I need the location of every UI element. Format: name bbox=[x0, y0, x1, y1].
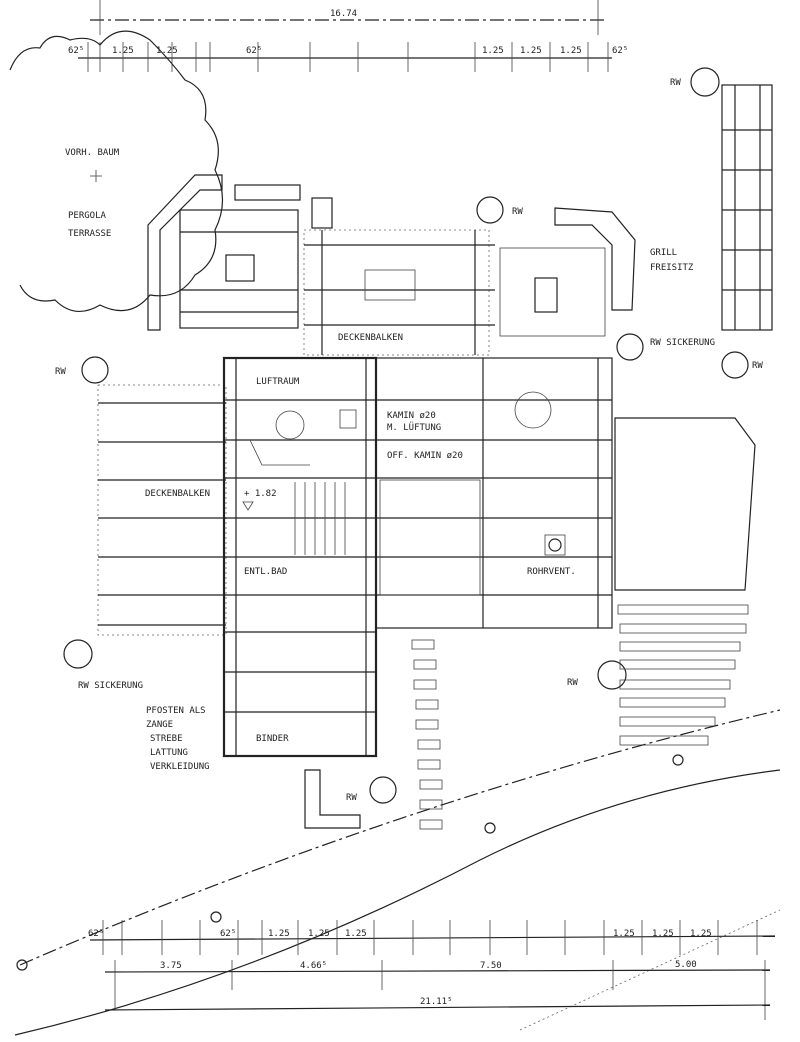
dim-bottom-2: 1.25 bbox=[268, 929, 290, 939]
grill-label: GRILL bbox=[650, 248, 677, 258]
grill-area: GRILL FREISITZ bbox=[499, 207, 694, 337]
rw-label-4: RW bbox=[55, 367, 66, 377]
bottom-dimension-chain: 62⁵ 62⁵ 1.25 1.25 1.25 1.25 1.25 1.25 3.… bbox=[88, 920, 776, 1020]
dim-top-3: 62⁵ bbox=[246, 46, 262, 56]
dim-row2-0: 3.75 bbox=[160, 961, 182, 971]
living-area: KAMIN ø20 M. LÜFTUNG OFF. KAMIN ø20 ROHR… bbox=[375, 357, 613, 629]
rw-sickerung-label-2: RW SICKERUNG bbox=[78, 681, 143, 691]
left-wing: DECKENBALKEN bbox=[97, 384, 227, 636]
entl-bad-label: ENTL.BAD bbox=[244, 567, 287, 577]
dim-bottom-6: 1.25 bbox=[652, 929, 674, 939]
note-line-3: STREBE bbox=[150, 734, 183, 744]
dim-total-top: 16.74 bbox=[330, 9, 357, 19]
tree-label: VORH. BAUM bbox=[65, 148, 120, 158]
kamin-label-2: M. LÜFTUNG bbox=[387, 422, 441, 433]
right-building-edge bbox=[721, 84, 773, 331]
dim-bottom-0: 62⁵ bbox=[88, 929, 104, 939]
rw-label-2: RW bbox=[512, 207, 523, 217]
gravel-garden bbox=[614, 417, 756, 591]
dim-top-5: 1.25 bbox=[520, 46, 542, 56]
rw-label-3: RW bbox=[752, 361, 763, 371]
rw-sickerung-label-1: RW SICKERUNG bbox=[650, 338, 715, 348]
existing-tree: VORH. BAUM PERGOLA TERRASSE bbox=[9, 30, 224, 312]
rw-label-5: RW bbox=[567, 678, 578, 688]
dim-bottom-4: 1.25 bbox=[345, 929, 367, 939]
pergola-terrace bbox=[147, 174, 333, 331]
deckenbalken-top-label: DECKENBALKEN bbox=[338, 333, 403, 343]
dim-top-1: 1.25 bbox=[112, 46, 134, 56]
off-kamin-label: OFF. KAMIN ø20 bbox=[387, 451, 463, 461]
dim-bottom-1: 62⁵ bbox=[220, 929, 236, 939]
stepping-stones bbox=[411, 604, 749, 830]
note-line-2: ZANGE bbox=[146, 720, 173, 730]
dim-row2-1: 4.66⁵ bbox=[300, 961, 327, 971]
luftraum-label: LUFTRAUM bbox=[256, 377, 300, 387]
pergola-label: PERGOLA bbox=[68, 211, 107, 221]
dim-row2-3: 5.00 bbox=[675, 960, 697, 970]
dim-row2-2: 7.50 bbox=[480, 961, 502, 971]
upper-terrace: DECKENBALKEN bbox=[303, 229, 495, 356]
dim-top-4: 1.25 bbox=[482, 46, 504, 56]
dim-top-7: 62⁵ bbox=[612, 46, 628, 56]
top-dimension-chain: 16.74 62⁵ 1.25 1.25 62⁵ 1.25 1.25 1.25 6… bbox=[68, 0, 628, 72]
dim-top-2: 1.25 bbox=[156, 46, 178, 56]
note-line-4: LATTUNG bbox=[150, 748, 188, 758]
central-building: LUFTRAUM + 1.82 ENTL.BAD BINDER bbox=[222, 356, 378, 758]
rw-label-1: RW bbox=[670, 78, 681, 88]
property-lines bbox=[14, 709, 781, 1036]
dim-bottom-5: 1.25 bbox=[613, 929, 635, 939]
freisitz-label: FREISITZ bbox=[650, 263, 694, 273]
dim-top-6: 1.25 bbox=[560, 46, 582, 56]
kamin-label-1: KAMIN ø20 bbox=[387, 411, 436, 421]
dim-total-bottom: 21.11⁵ bbox=[420, 997, 453, 1007]
note-line-1: PFOSTEN ALS bbox=[146, 706, 206, 716]
level-label: + 1.82 bbox=[244, 489, 277, 499]
binder-label: BINDER bbox=[256, 734, 289, 744]
rw-label-6: RW bbox=[346, 793, 357, 803]
rohrvent-label: ROHRVENT. bbox=[527, 567, 576, 577]
pfosten-notes: PFOSTEN ALS ZANGE STREBE LATTUNG VERKLEI… bbox=[146, 706, 210, 772]
terrasse-label: TERRASSE bbox=[68, 229, 111, 239]
rw-markers: RW RW RW SICKERUNG RW RW RW SICKERUNG RW… bbox=[55, 67, 763, 804]
dim-bottom-3: 1.25 bbox=[308, 929, 330, 939]
dim-bottom-7: 1.25 bbox=[690, 929, 712, 939]
dim-top-0: 62⁵ bbox=[68, 46, 84, 56]
planter bbox=[304, 769, 361, 829]
deckenbalken-left-label: DECKENBALKEN bbox=[145, 489, 210, 499]
note-line-5: VERKLEIDUNG bbox=[150, 762, 210, 772]
